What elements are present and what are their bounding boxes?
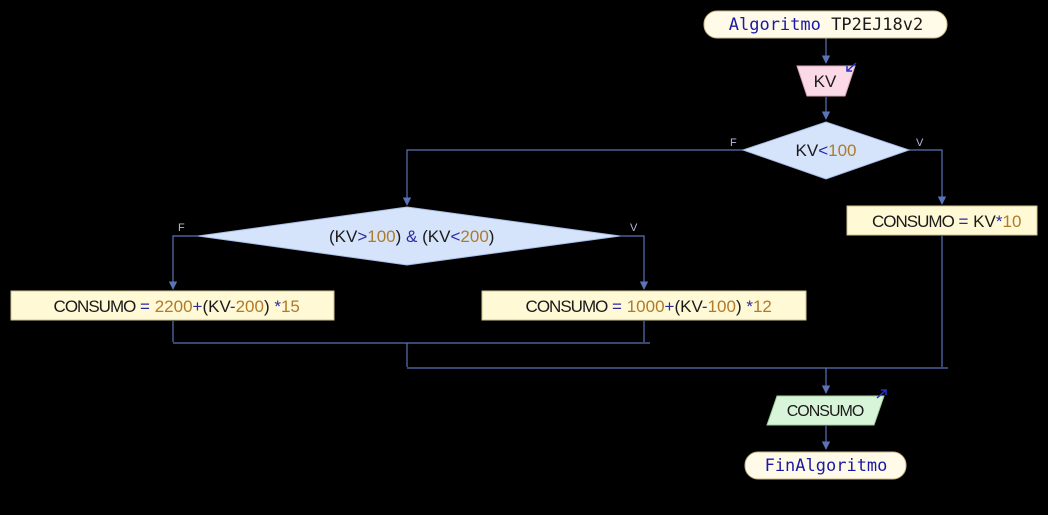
decision2-op1: > bbox=[357, 227, 367, 246]
decision2-var1: KV bbox=[335, 227, 358, 246]
assign-true-target: CONSUMO bbox=[872, 212, 955, 231]
assign-f-plus: + bbox=[193, 297, 203, 316]
svg-text:CONSUMO = KV*10: CONSUMO = KV*10 bbox=[839, 212, 1045, 231]
decision1-false-label: F bbox=[730, 137, 737, 149]
assign-f-target: CONSUMO bbox=[54, 297, 137, 316]
assign-consumo-2200: CONSUMO = 2200+(KV-200) *15 bbox=[10, 290, 335, 321]
decision1-true-label: V bbox=[916, 137, 924, 149]
assign-v-sub: 100 bbox=[708, 297, 736, 316]
assign-true-mult: * bbox=[996, 212, 1003, 231]
decision2-op2: < bbox=[450, 227, 460, 246]
svg-text:Algoritmo TP2EJ18v2: Algoritmo TP2EJ18v2 bbox=[729, 15, 924, 35]
decision2-close2: ) bbox=[489, 227, 495, 246]
start-keyword: Algoritmo bbox=[729, 15, 821, 35]
assign-true-var: KV bbox=[973, 212, 996, 231]
assign-v-minus: - bbox=[702, 297, 708, 316]
start-algorithm-name: TP2EJ18v2 bbox=[831, 15, 923, 35]
decision1-value: 100 bbox=[828, 141, 856, 160]
assign-f-eq: = bbox=[135, 297, 154, 316]
svg-text:(KV>100) & (KV<200): (KV>100) & (KV<200) bbox=[296, 227, 518, 246]
output-node: CONSUMO bbox=[766, 389, 887, 426]
assign-v-target: CONSUMO bbox=[526, 297, 609, 316]
assign-f-sub: 200 bbox=[236, 297, 264, 316]
assign-f-close: ) bbox=[264, 297, 270, 316]
decision2-open1: ( bbox=[329, 227, 335, 246]
assign-f-factor: 15 bbox=[281, 297, 300, 316]
assign-true-val: 10 bbox=[1002, 212, 1021, 231]
decision2-and: & bbox=[401, 227, 422, 246]
decision2-close1: ) bbox=[396, 227, 402, 246]
edge-decision2-false bbox=[168, 235, 198, 290]
decision2-open2: ( bbox=[422, 227, 428, 246]
end-keyword: FinAlgoritmo bbox=[765, 456, 888, 476]
decision1-op: < bbox=[818, 141, 828, 160]
assign-v-var: KV bbox=[680, 297, 703, 316]
svg-text:KV<100: KV<100 bbox=[796, 141, 857, 160]
assign-f-var: KV bbox=[208, 297, 231, 316]
start-node: Algoritmo TP2EJ18v2 bbox=[703, 10, 948, 39]
decision1: KV<100 bbox=[741, 121, 911, 180]
decision2-true-label: V bbox=[630, 222, 638, 234]
svg-text:CONSUMO = 2200+(KV-200) *15: CONSUMO = 2200+(KV-200) *15 bbox=[20, 297, 323, 316]
input-node: KV bbox=[796, 62, 857, 97]
assign-f-base: 2200 bbox=[155, 297, 193, 316]
input-arrow-icon bbox=[846, 62, 857, 72]
assign-v-close: ) bbox=[736, 297, 742, 316]
decision2-var2: KV bbox=[428, 227, 451, 246]
edge-decision1-true bbox=[909, 149, 947, 205]
decision2-false-label: F bbox=[178, 222, 185, 234]
assign-v-factor: 12 bbox=[753, 297, 772, 316]
output-arrow-icon bbox=[876, 389, 887, 399]
assign-v-open: ( bbox=[674, 297, 680, 316]
assign-v-base: 1000 bbox=[627, 297, 665, 316]
edge-decision2-true bbox=[620, 235, 649, 290]
decision2: (KV>100) & (KV<200) bbox=[197, 206, 621, 266]
decision1-var: KV bbox=[796, 141, 819, 160]
assign-v-mult: * bbox=[742, 297, 754, 316]
assign-f-mult: * bbox=[270, 297, 282, 316]
assign-f-open: ( bbox=[202, 297, 208, 316]
assign-true-eq: = bbox=[954, 212, 973, 231]
assign-v-eq: = bbox=[607, 297, 626, 316]
end-node: FinAlgoritmo bbox=[744, 451, 907, 480]
output-variable: CONSUMO bbox=[787, 403, 864, 420]
connectors bbox=[168, 38, 948, 450]
assign-kv-times-10: CONSUMO = KV*10 bbox=[839, 205, 1045, 236]
decision2-val1: 100 bbox=[367, 227, 395, 246]
input-variable: KV bbox=[814, 72, 837, 91]
assign-v-plus: + bbox=[665, 297, 675, 316]
edge-decision1-false bbox=[402, 149, 743, 206]
svg-text:CONSUMO = 1000+(KV-100) *12: CONSUMO = 1000+(KV-100) *12 bbox=[492, 297, 795, 316]
assign-f-minus: - bbox=[230, 297, 236, 316]
assign-consumo-1000: CONSUMO = 1000+(KV-100) *12 bbox=[481, 290, 807, 321]
decision2-val2: 200 bbox=[460, 227, 488, 246]
